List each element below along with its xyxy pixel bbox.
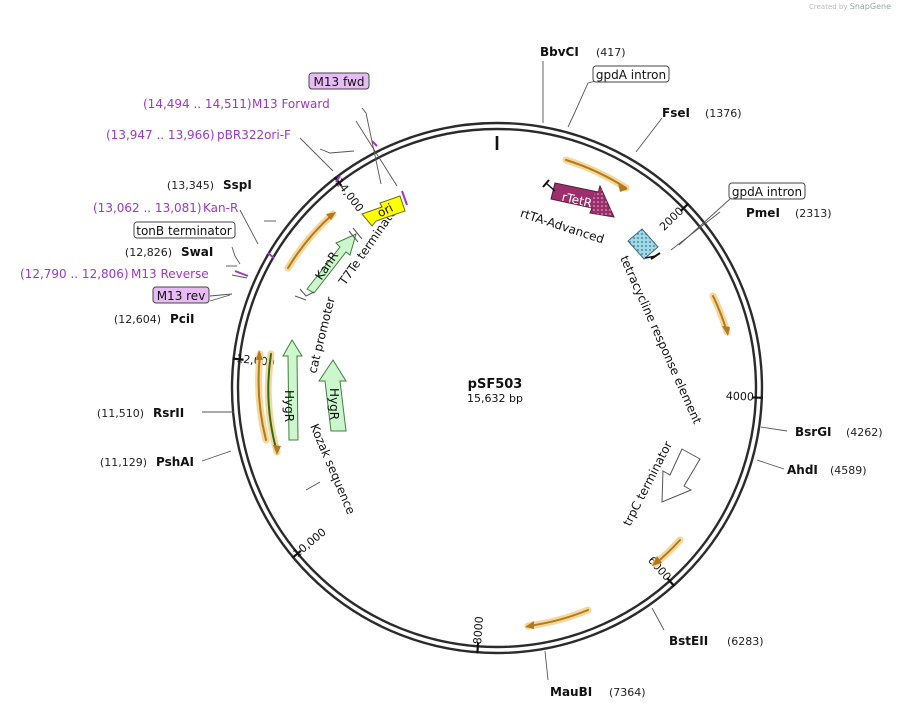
primer-range: (12,790 .. 12,806) — [20, 267, 129, 281]
site-pos: (12,604) — [114, 313, 161, 326]
backbone-inner — [236, 127, 758, 649]
primer-range: (13,062 .. 13,081) — [93, 201, 202, 215]
feature-promoter-marks — [294, 227, 363, 301]
box-m13-fwd: M13 fwd — [308, 72, 370, 90]
feature-trpc-terminator[interactable] — [661, 448, 701, 503]
leader-lines — [201, 61, 788, 681]
site-name: PmeI — [746, 206, 780, 220]
box-m13-rev-text: M13 rev — [157, 289, 206, 303]
orf-arrowhead — [722, 326, 730, 336]
site-name: SwaI — [181, 245, 213, 259]
orf-arrowhead — [273, 445, 281, 455]
tick-mark — [679, 202, 690, 212]
tick-mark — [666, 577, 676, 587]
tick-label: 12,000 — [236, 352, 276, 369]
site-name: FseI — [662, 106, 690, 120]
feature-label-hygr-1: HygR — [282, 390, 296, 422]
primer-marks — [234, 140, 378, 277]
orf-arc-green — [267, 353, 278, 453]
primer-name: M13 Reverse — [131, 267, 209, 281]
site-name: MauBI — [550, 685, 592, 699]
site-name: PciI — [170, 312, 195, 326]
site-pos: (11,129) — [100, 456, 147, 469]
tick-mark — [232, 357, 244, 361]
tick-label: 4000 — [726, 389, 754, 403]
primer-mark — [401, 190, 408, 206]
site-pos: (6283) — [727, 635, 764, 648]
site-pos: (11,510) — [97, 407, 144, 420]
plasmid-title: pSF503 — [468, 377, 523, 392]
primer-range: (13,947 .. 13,966) — [106, 128, 215, 142]
orf-arc — [524, 606, 592, 630]
feature-tet-response-element[interactable] — [627, 228, 661, 260]
kozak-marker — [305, 481, 321, 491]
site-pos: (2313) — [795, 207, 832, 220]
tick-label: 8000 — [471, 616, 486, 645]
box-gpda-intron-2-text: gpdA intron — [732, 185, 802, 199]
orf-arrowhead — [256, 350, 263, 360]
site-pos: (417) — [596, 46, 626, 59]
site-pos: (7364) — [609, 686, 646, 699]
site-name: PshAI — [156, 455, 194, 469]
primer-name: pBR322ori-F — [217, 128, 291, 142]
plasmid-length: 15,632 bp — [467, 392, 523, 405]
site-name: AhdI — [787, 463, 818, 477]
feature-kanr[interactable] — [306, 233, 357, 294]
sites-right: BbvCI (417) FseI (1376) PmeI (2313) BsrG… — [540, 45, 883, 699]
feature-label-kozak: Kozak sequence — [307, 422, 358, 517]
feature-label-hygr-2: HygR — [327, 388, 341, 420]
site-pos: (1376) — [705, 107, 742, 120]
feature-rtetr[interactable] — [542, 179, 615, 218]
tick-mark — [333, 176, 343, 187]
feature-label-ori: ori — [375, 201, 395, 221]
box-tonb-terminator: tonB terminator — [133, 221, 236, 239]
primer-name: Kan-R — [203, 201, 238, 215]
primer-range: (14,494 .. 14,511) — [143, 97, 252, 111]
site-name: BbvCI — [540, 45, 579, 59]
site-pos: (4589) — [830, 464, 867, 477]
orf-arrowhead — [525, 621, 534, 629]
site-pos: (4262) — [846, 426, 883, 439]
site-name: RsrII — [153, 406, 184, 420]
site-pos: (13,345) — [167, 179, 214, 192]
box-gpda-intron-2: gpdA intron — [728, 182, 806, 200]
feature-hygr-2[interactable] — [318, 359, 347, 432]
box-m13-fwd-text: M13 fwd — [314, 75, 365, 89]
feature-label-tet-response: tetracycline response element — [617, 254, 704, 427]
orf-arrowheads — [256, 183, 730, 629]
box-tonb-terminator-text: tonB terminator — [136, 224, 232, 238]
sites-left: (13,345) SspI (12,826) SwaI (12,604) Pci… — [97, 178, 252, 469]
site-pos: (12,826) — [125, 246, 172, 259]
credit-prefix: Created by — [809, 3, 848, 11]
orf-arrowhead — [652, 556, 662, 566]
tick-mark — [476, 642, 480, 654]
site-name: BstEII — [669, 634, 708, 648]
site-name: SspI — [223, 178, 252, 192]
feature-ori[interactable] — [361, 195, 406, 227]
orf-arc — [562, 156, 630, 192]
orf-arc — [257, 353, 267, 441]
box-gpda-intron-1: gpdA intron — [592, 65, 670, 83]
primer-name: M13 Forward — [252, 97, 330, 111]
feature-label-rtetr: rTetR — [560, 190, 593, 211]
primer-labels: (14,494 .. 14,511) M13 Forward (13,947 .… — [20, 97, 330, 281]
orf-arrowhead — [618, 183, 628, 192]
tick-label: 10,000 — [291, 526, 329, 561]
backbone-outer — [230, 121, 764, 655]
feature-hygr-1[interactable] — [282, 339, 303, 441]
orf-arrowhead — [326, 212, 336, 220]
box-gpda-intron-1-text: gpdA intron — [596, 68, 666, 82]
box-m13-rev: M13 rev — [152, 286, 210, 304]
snapgene-credit: Created by SnapGene — [809, 2, 891, 11]
tick-mark — [291, 550, 302, 559]
credit-brand: SnapGene — [849, 2, 891, 11]
site-name: BsrGI — [795, 425, 832, 439]
